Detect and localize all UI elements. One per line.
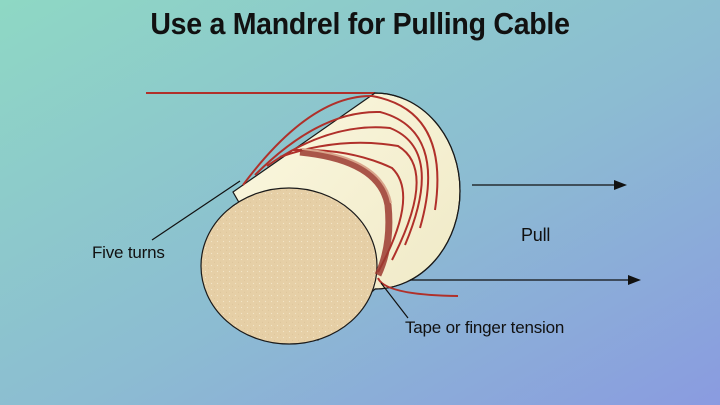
pull-arrow-upper (472, 180, 627, 190)
pull-arrow-lower (410, 275, 641, 285)
mandrel-back-end (374, 92, 461, 290)
tape-strip-highlight (301, 148, 392, 204)
mandrel-front-face (200, 187, 378, 345)
five-turns-label: Five turns (92, 243, 165, 262)
cable-turns (242, 94, 439, 273)
tape-tension-label: Tape or finger tension (405, 318, 565, 337)
tape-tension-pointer (380, 282, 409, 319)
diagram-title: Use a Mandrel for Pulling Cable (150, 6, 570, 41)
five-turns-pointer (151, 180, 241, 241)
cable-outgoing-tail (377, 277, 459, 297)
pull-label: Pull (521, 225, 551, 245)
tape-strip (299, 148, 393, 277)
